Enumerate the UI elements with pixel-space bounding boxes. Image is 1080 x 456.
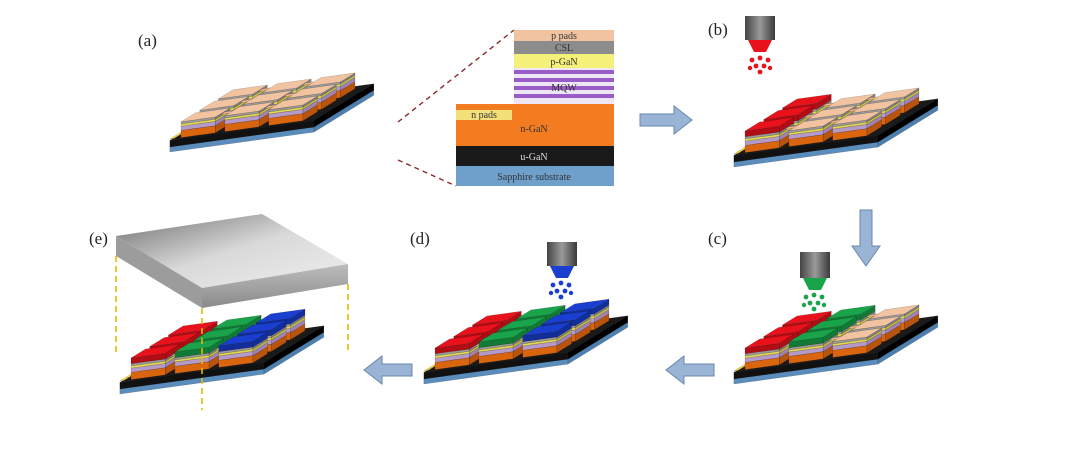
led-array-a bbox=[169, 72, 375, 153]
qd-pixel-blue bbox=[237, 320, 287, 335]
pixel-top-p-pad bbox=[851, 99, 901, 114]
pixel-top-p-pad bbox=[262, 78, 312, 93]
printhead-red bbox=[745, 16, 775, 75]
panel-label-a: (a) bbox=[138, 31, 157, 50]
led-array-c bbox=[733, 304, 939, 385]
pixel-top-p-pad bbox=[268, 95, 318, 110]
pixel-top-p-pad bbox=[224, 101, 274, 116]
qd-pixel-blue bbox=[218, 331, 268, 347]
layer-n-gan bbox=[456, 120, 614, 146]
qd-pixel-green bbox=[826, 304, 876, 320]
layer-n-pads bbox=[456, 110, 512, 120]
pixel-top-p-pad bbox=[788, 116, 838, 131]
pixel-top-p-pad bbox=[832, 327, 882, 342]
qd-pixel-red bbox=[130, 344, 180, 359]
cover-glass-lid bbox=[115, 214, 349, 410]
layer-mqw bbox=[514, 68, 614, 104]
u-gan-plate-side bbox=[877, 315, 939, 360]
pixel-top-p-pad bbox=[180, 107, 230, 123]
pixel-top-p-pad bbox=[218, 84, 268, 99]
qd-pixel-red bbox=[453, 322, 503, 337]
panel-label-d: (d) bbox=[410, 229, 430, 248]
layer-u-gan-label: u-GaN bbox=[520, 152, 547, 163]
layer-sapphire-substrate bbox=[456, 166, 614, 186]
layer-n-gan-mesa bbox=[512, 104, 614, 120]
layer-csl bbox=[514, 41, 614, 54]
pixel-top-p-pad bbox=[826, 93, 876, 108]
qd-pixel-blue bbox=[560, 298, 610, 314]
arrow-a-to-b bbox=[639, 104, 693, 136]
pixel-top-p-pad bbox=[807, 105, 857, 120]
arrow-c-to-d bbox=[665, 354, 715, 386]
qd-pixel-red bbox=[744, 334, 794, 349]
qd-pixel-green bbox=[478, 328, 528, 343]
panel-label-b: (b) bbox=[708, 20, 728, 39]
panel-label-c: (c) bbox=[708, 229, 727, 248]
qd-pixel-red bbox=[782, 94, 832, 109]
qd-pixel-red bbox=[782, 311, 832, 326]
qd-pixel-green bbox=[788, 328, 838, 343]
qd-pixel-green bbox=[212, 314, 262, 330]
qd-pixel-blue bbox=[541, 310, 591, 325]
pixel-top-p-pad bbox=[832, 110, 882, 125]
panel-label-e: (e) bbox=[89, 229, 108, 248]
zoom-line-top bbox=[397, 29, 515, 123]
pixel-top-p-pad bbox=[870, 87, 920, 102]
qd-pixel-green bbox=[497, 316, 547, 331]
pixel-top-p-pad bbox=[306, 72, 356, 87]
pixel-top-p-pad bbox=[851, 316, 901, 331]
qd-pixel-green bbox=[174, 338, 224, 353]
red-droplets bbox=[747, 55, 773, 75]
qd-pixel-red bbox=[168, 321, 218, 336]
qd-pixel-red bbox=[763, 322, 813, 337]
layer-sapphire-substrate-label: Sapphire substrate bbox=[497, 172, 571, 183]
qd-pixel-red bbox=[472, 311, 522, 326]
layer-p-pads bbox=[514, 30, 614, 41]
layer-n-pads-label: n pads bbox=[471, 110, 497, 121]
printhead-blue bbox=[547, 242, 577, 300]
layer-mqw-label: MQW bbox=[551, 83, 577, 94]
pixel-top-p-pad bbox=[870, 304, 920, 319]
layer-u-gan bbox=[456, 146, 614, 166]
led-array-b bbox=[733, 87, 939, 168]
qd-pixel-green bbox=[516, 304, 566, 320]
layer-n-gan-label: n-GaN bbox=[520, 124, 547, 135]
qd-pixel-red bbox=[763, 105, 813, 120]
blue-droplets bbox=[548, 280, 574, 300]
qd-pixel-red bbox=[434, 334, 484, 349]
printhead-green bbox=[800, 252, 830, 312]
pixel-top-p-pad bbox=[199, 96, 249, 111]
led-array-d bbox=[423, 298, 629, 385]
qd-pixel-green bbox=[807, 316, 857, 331]
arrow-b-to-c bbox=[851, 209, 881, 267]
layer-p-pads-label: p pads bbox=[551, 31, 577, 42]
qd-pixel-blue bbox=[522, 321, 572, 337]
pixel-top-p-pad bbox=[243, 90, 293, 105]
qd-pixel-blue bbox=[256, 308, 306, 324]
layer-stack-zoom: p pads CSL p-GaN MQW n pads n-GaN u-GaN … bbox=[397, 29, 614, 187]
led-array-e bbox=[119, 308, 325, 395]
u-gan-plate-side bbox=[263, 325, 325, 370]
arrow-d-to-e bbox=[363, 354, 413, 386]
u-gan-plate-side bbox=[313, 83, 375, 128]
layer-p-gan bbox=[514, 54, 614, 68]
layer-p-gan-label: p-GaN bbox=[550, 57, 577, 68]
zoom-line-bottom bbox=[397, 159, 457, 187]
qd-pixel-green bbox=[193, 326, 243, 341]
u-gan-plate-side bbox=[877, 98, 939, 143]
pixel-top-p-pad bbox=[287, 84, 337, 99]
layer-csl-label: CSL bbox=[555, 43, 573, 54]
green-droplets bbox=[801, 292, 827, 312]
qd-pixel-red bbox=[149, 332, 199, 347]
u-gan-plate-side bbox=[567, 315, 629, 360]
qd-pixel-red bbox=[744, 117, 794, 132]
